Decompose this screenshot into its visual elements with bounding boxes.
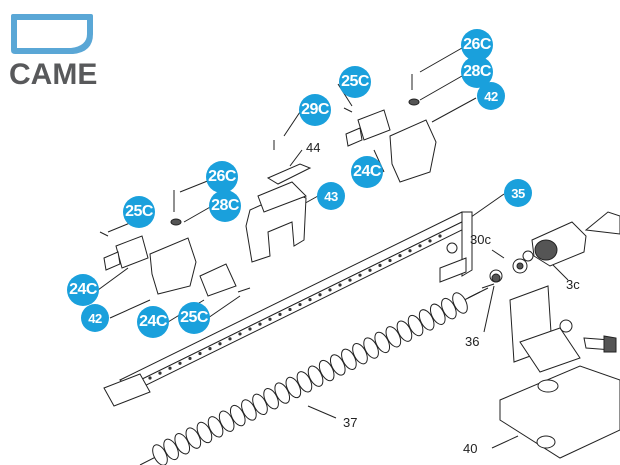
bar-44 [266,140,312,185]
callout-43: 43 [317,182,345,210]
callout-24c-bottom: 24C [137,306,169,338]
rack-hole [188,356,192,361]
label-3c: 3c [566,277,580,292]
bearing-housing [489,211,620,283]
label-36: 36 [465,334,480,349]
label-40: 40 [463,441,478,456]
rack-hole [228,337,232,341]
label-30c: 30c [470,232,491,247]
spiral-shaft [139,287,489,465]
rack-hole [288,307,292,312]
rack-hole [408,249,412,253]
rack-hole [388,258,392,263]
microswitch-right [343,74,437,183]
callout-28c-right: 28C [461,56,493,88]
rack-hole [248,327,252,331]
callout-25c-bottom: 25C [178,302,210,334]
came-logo-icon [11,14,93,54]
rack-hole [278,312,282,316]
rack-hole [318,293,322,297]
rack-hole [208,347,212,351]
rack-hole [438,234,442,238]
rack-hole [168,366,172,370]
callout-24c-right: 24C [351,156,383,188]
microswitch-left [99,190,251,297]
callout-26c-right: 26C [461,29,493,61]
rack-hole [258,322,262,326]
callout-25c-right: 25C [339,66,371,98]
callout-42-right: 42 [477,82,505,110]
brand-name: CAME [9,58,98,91]
callout-28c-left: 28C [209,190,241,222]
callout-24c-left: 24C [67,274,99,306]
rack-hole [268,317,272,321]
rack-hole [308,298,312,302]
callout-35: 35 [504,179,532,207]
rack-hole [398,253,402,258]
callout-42-left: 42 [81,304,109,332]
rack-bar [103,211,473,407]
mount-bracket [499,285,620,459]
rack-hole [428,239,432,243]
rack-hole [348,278,352,282]
cam-part-43 [245,181,307,263]
rack-hole [218,342,222,346]
rack-hole [198,351,202,356]
rack-hole [418,244,422,248]
callout-29c: 29C [299,94,331,126]
label-44: 44 [306,140,321,155]
rack-hole [178,361,182,365]
rack-hole [378,263,382,267]
rack-hole [338,283,342,287]
callout-26c-left: 26C [206,161,238,193]
callout-25c-left: 25C [123,196,155,228]
rack-hole [328,288,332,292]
rack-hole [148,376,152,380]
rack-hole [238,332,242,336]
rack-hole [298,302,302,307]
rack-hole [358,273,362,277]
label-37: 37 [343,415,358,430]
shaft-coil [452,292,468,314]
rack-hole [158,371,162,375]
rack-hole [368,268,372,272]
shaft-end-parts [481,273,501,289]
